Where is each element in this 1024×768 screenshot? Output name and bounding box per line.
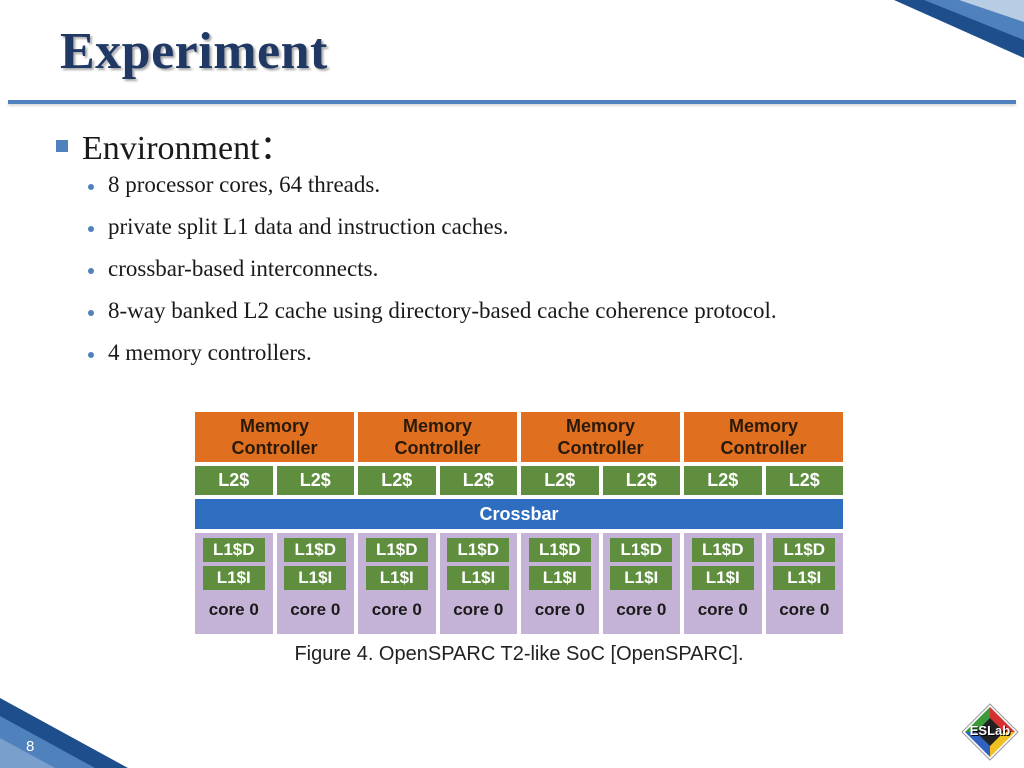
bullet-list: Environment： 8 processor cores, 64 threa… [56,124,996,374]
l2-cache-bank: L2$ [358,466,436,495]
crossbar-block: Crossbar [195,499,843,529]
slide-title: Experiment [60,23,328,80]
l2-cache-bank: L2$ [765,466,843,495]
eslab-diamond-logo-icon: ESLab [960,702,1020,762]
logo-graphic [961,703,1019,761]
title-divider [8,100,1016,104]
memory-controller-label: Memory [239,416,310,436]
core-block: L1$D L1$I core 0 [602,533,680,634]
l1-data-cache: L1$D [610,538,673,562]
dot-bullet-icon [88,225,94,232]
dot-bullet-icon [88,267,94,274]
memory-controller-label: Controller [557,438,644,458]
core-block: L1$D L1$I core 0 [521,533,599,634]
core-label: core 0 [453,600,504,619]
core-label: core 0 [208,600,259,619]
dot-bullet-icon [88,309,94,316]
l1-instruction-cache: L1$I [610,566,673,590]
l2-cache-bank: L2$ [276,466,354,495]
bullet-item: 4 memory controllers. [88,332,996,374]
bullet-item-text: 8-way banked L2 cache using directory-ba… [108,298,777,323]
core-label: core 0 [534,600,585,619]
core-row: L1$D L1$I core 0 L1$D L1$I core 0 L1$D L… [195,533,843,634]
core-block: L1$D L1$I core 0 [358,533,436,634]
square-bullet-icon [56,140,68,152]
l1-data-cache: L1$D [528,538,591,562]
l1-instruction-cache: L1$I [447,566,510,590]
bullet-item: private split L1 data and instruction ca… [88,206,996,248]
l1-data-cache: L1$D [773,538,836,562]
memory-controller-label: Memory [565,416,636,436]
l2-cache-bank: L2$ [684,466,762,495]
bullet-item-text: crossbar-based interconnects. [108,256,379,281]
l1-data-cache: L1$D [447,538,510,562]
l1-instruction-cache: L1$I [365,566,428,590]
core-label: core 0 [616,600,667,619]
core-block: L1$D L1$I core 0 [765,533,843,634]
l2-cache-bank: L2$ [439,466,517,495]
l1-instruction-cache: L1$I [528,566,591,590]
l1-instruction-cache: L1$I [773,566,836,590]
dot-bullet-icon [88,183,94,190]
bullet-item: crossbar-based interconnects. [88,248,996,290]
dot-bullet-icon [88,351,94,358]
core-label: core 0 [697,600,748,619]
l1-data-cache: L1$D [284,538,347,562]
bullet-item-text: 4 memory controllers. [108,340,312,365]
core-label: core 0 [371,600,422,619]
bullet-heading: Environment： [56,124,996,167]
l1-data-cache: L1$D [365,538,428,562]
logo-text: ESLab [969,723,1011,738]
core-block: L1$D L1$I core 0 [195,533,273,634]
l1-instruction-cache: L1$I [284,566,347,590]
l2-cache-row: L2$ L2$ L2$ L2$ L2$ L2$ L2$ L2$ [195,466,843,495]
page-number: 8 [26,738,35,755]
core-label: core 0 [779,600,830,619]
bullet-item: 8 processor cores, 64 threads. [88,164,996,206]
bullet-item: 8-way banked L2 cache using directory-ba… [88,290,996,332]
memory-controller-label: Controller [720,438,807,458]
figure-caption: Figure 4. OpenSPARC T2-like SoC [OpenSPA… [294,643,744,665]
l1-data-cache: L1$D [691,538,754,562]
l2-cache-bank: L2$ [195,466,273,495]
bullet-item-text: private split L1 data and instruction ca… [108,214,509,239]
memory-controller-label: Controller [394,438,481,458]
l1-data-cache: L1$D [202,538,265,562]
bullet-heading-text: Environment： [82,129,294,167]
corner-decoration-top-right [894,0,1024,58]
core-block: L1$D L1$I core 0 [684,533,762,634]
memory-controller-label: Controller [231,438,318,458]
l1-instruction-cache: L1$I [202,566,265,590]
bullet-item-text: 8 processor cores, 64 threads. [108,172,381,197]
l2-cache-bank: L2$ [521,466,599,495]
memory-controller-label: Memory [402,416,473,436]
core-label: core 0 [290,600,341,619]
core-block: L1$D L1$I core 0 [276,533,354,634]
corner-decoration-bottom-left [0,698,128,768]
l1-instruction-cache: L1$I [691,566,754,590]
memory-controller-label: Memory [728,416,799,436]
l2-cache-bank: L2$ [602,466,680,495]
core-block: L1$D L1$I core 0 [439,533,517,634]
